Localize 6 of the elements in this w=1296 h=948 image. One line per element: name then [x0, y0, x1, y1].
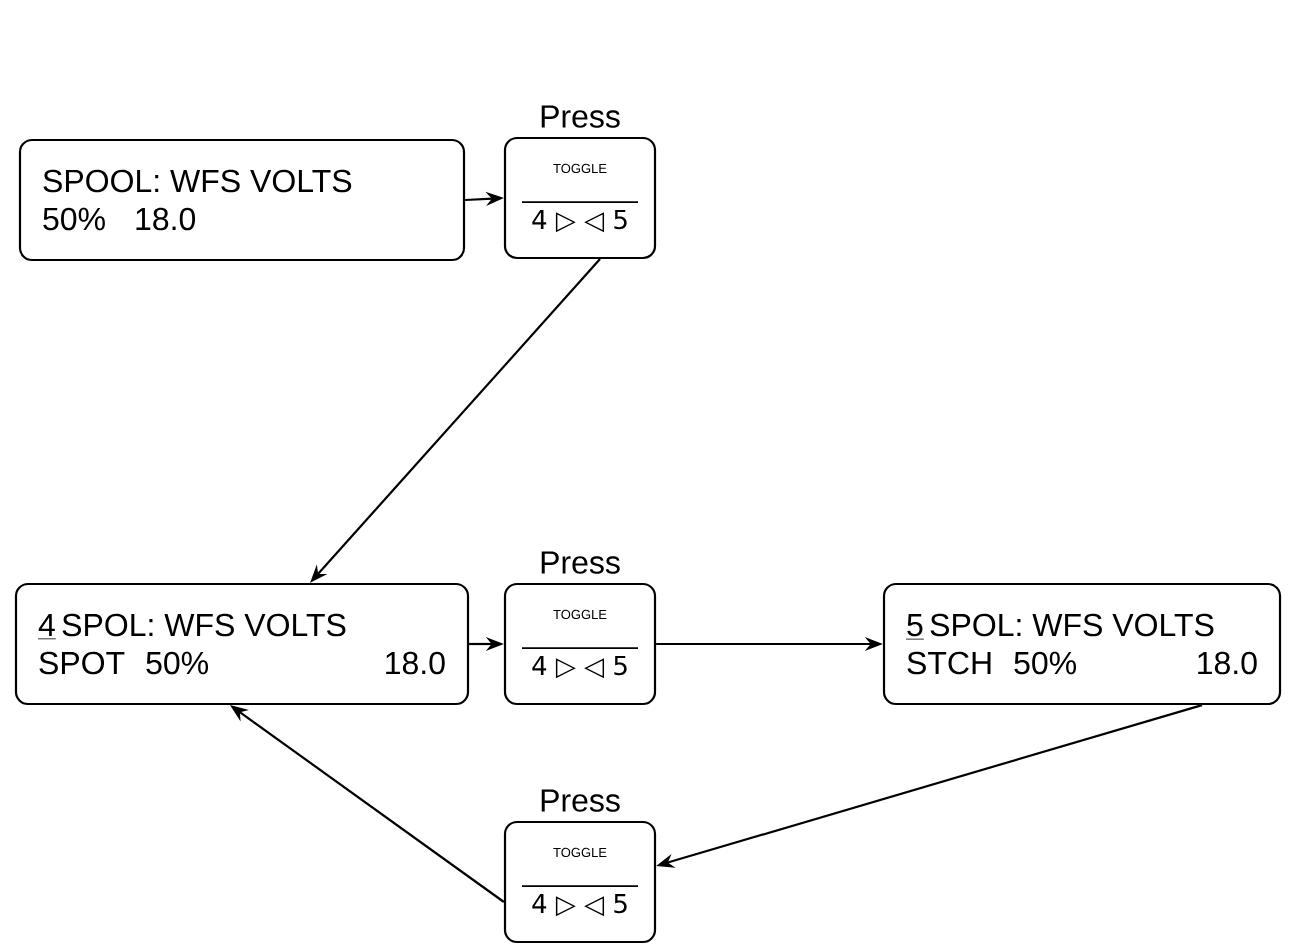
- press-label: Press: [541, 105, 620, 128]
- press-label: Press: [541, 551, 620, 574]
- display-box: 4 SPOL: WFS VOLTS SPOT 50% 18.0: [14, 582, 470, 706]
- display-box: SPOOL: WFS VOLTS 50% 18.0: [18, 138, 466, 262]
- display-box: 5 SPOL: WFS VOLTS STCH 50% 18.0: [882, 582, 1282, 706]
- press-label: Press: [541, 789, 620, 812]
